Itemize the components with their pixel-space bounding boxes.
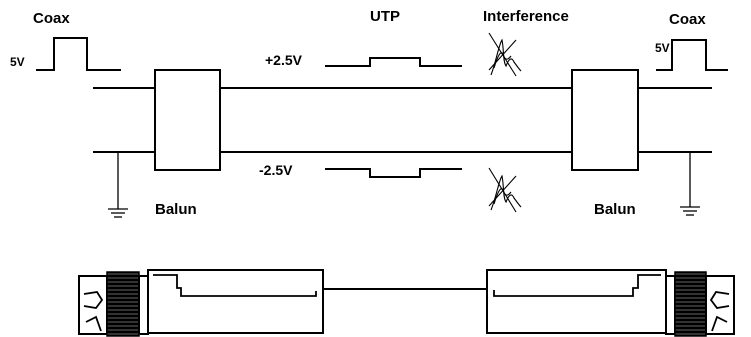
pulse-negative: [325, 168, 462, 178]
voltage-label-input: 5V: [10, 55, 25, 69]
input-pulse-left: [36, 37, 121, 71]
utp-label: UTP: [370, 8, 400, 25]
balun-label-right: Balun: [594, 201, 636, 218]
voltage-label-minus: -2.5V: [259, 162, 293, 178]
balun-body-right-detail: [493, 274, 661, 297]
interference-label: Interference: [483, 8, 569, 25]
coax-label-left: Coax: [33, 10, 70, 27]
noise-icon-bottom: [488, 167, 522, 213]
output-pulse-right: [656, 39, 728, 71]
balun-box-right: [571, 69, 639, 171]
balun-body-right: [486, 269, 667, 334]
coax-label-right: Coax: [669, 11, 706, 28]
voltage-label-plus: +2.5V: [265, 52, 303, 68]
pulse-positive: [325, 57, 462, 67]
bnc-connector-icon-left: [78, 271, 149, 337]
balun-body-left: [147, 269, 324, 334]
balun-box-left: [154, 69, 221, 171]
balun-body-left-detail: [153, 274, 317, 297]
noise-icon-top: [488, 32, 522, 77]
balun-label-left: Balun: [155, 201, 197, 218]
ground-icon-left: [108, 152, 128, 218]
voltage-label-output: 5V: [655, 41, 670, 55]
bnc-connector-icon-right: [665, 271, 735, 337]
ground-icon-right: [680, 152, 700, 216]
